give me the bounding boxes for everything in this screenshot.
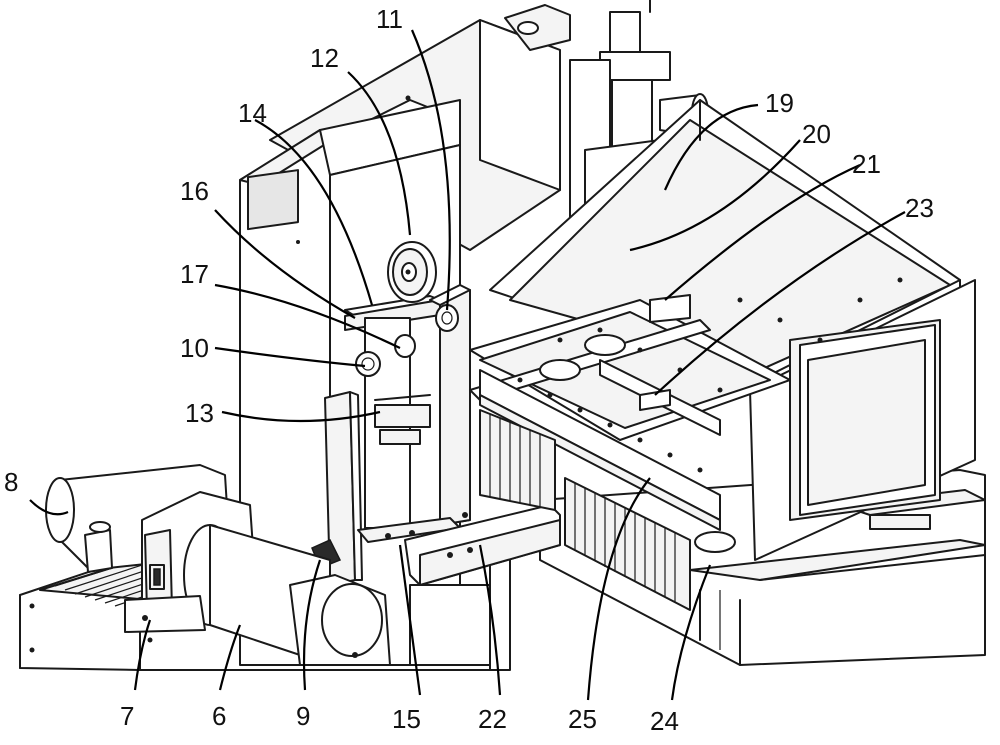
leader-8	[29, 499, 69, 516]
table-holes	[517, 277, 903, 473]
callout-7: 7	[120, 701, 134, 731]
motor-assembly	[45, 464, 391, 666]
wire-frame	[344, 284, 471, 543]
leader-lines	[29, 29, 906, 701]
leader-16	[214, 209, 356, 319]
leader-10	[214, 346, 366, 368]
leader-22	[478, 544, 502, 696]
callout-25: 25	[568, 704, 597, 734]
callout-9: 9	[296, 701, 310, 731]
leader-19	[663, 103, 759, 191]
callout-22: 22	[478, 704, 507, 734]
callout-17: 17	[180, 259, 209, 289]
callout-21: 21	[852, 149, 881, 179]
callout-16: 16	[180, 176, 209, 206]
wire-pulley	[387, 241, 437, 303]
callouts: 8 7 6 9 15 22 25 24 10 13 17 16 14 12 11…	[4, 4, 934, 736]
leader-6	[218, 624, 242, 691]
callout-15: 15	[392, 704, 421, 734]
callout-14: 14	[238, 98, 267, 128]
callout-11: 11	[376, 4, 403, 34]
leader-13	[221, 410, 381, 423]
callout-23: 23	[905, 193, 934, 223]
leader-14	[254, 119, 374, 306]
bellows	[479, 409, 691, 611]
leader-17	[214, 283, 401, 349]
leader-9	[302, 559, 322, 691]
side-guard	[311, 391, 363, 586]
leader-15	[398, 544, 422, 696]
callout-12: 12	[310, 43, 339, 73]
leader-23	[654, 211, 906, 396]
leader-24	[670, 564, 712, 701]
guide-rollers	[355, 304, 459, 377]
leader-7	[133, 619, 152, 691]
callout-24: 24	[650, 706, 679, 736]
callout-19: 19	[765, 88, 794, 118]
leader-21	[664, 163, 861, 301]
leader-11	[410, 29, 451, 311]
callout-13: 13	[185, 398, 214, 428]
callout-8: 8	[4, 467, 18, 497]
leader-12	[347, 71, 412, 236]
work-table	[469, 277, 903, 553]
callout-10: 10	[180, 333, 209, 363]
leader-20	[629, 139, 801, 252]
callout-20: 20	[802, 119, 831, 149]
leader-25	[586, 477, 651, 701]
callout-6: 6	[212, 701, 226, 731]
